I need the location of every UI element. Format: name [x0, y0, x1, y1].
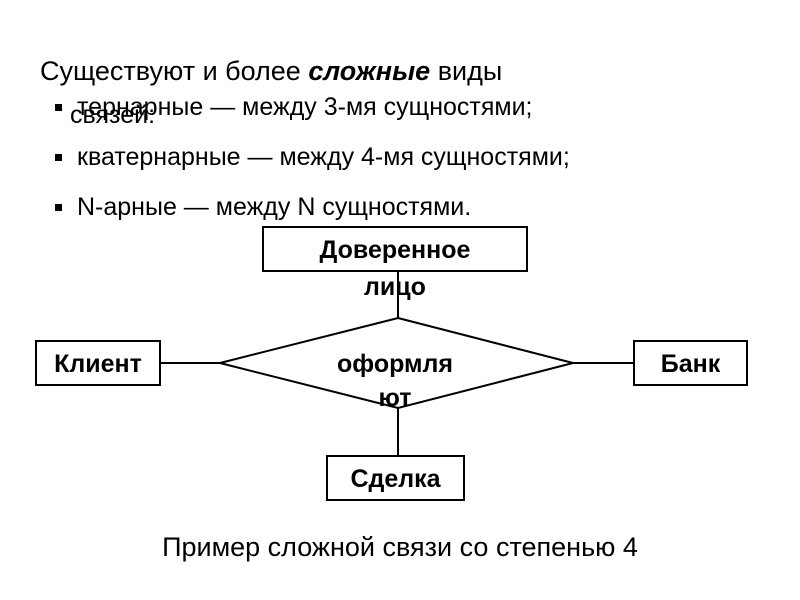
bullet-icon [55, 204, 62, 211]
bullet-item: кватернарные — между 4-мя сущностями; [55, 142, 570, 172]
entity-deal: Сделка [326, 455, 465, 501]
bullet-text: тернарные — между 3-мя сущностями; [77, 93, 533, 121]
entity-deal-label: Сделка [350, 465, 441, 493]
bullet-icon [55, 154, 62, 161]
relationship-label-line1: оформля [337, 350, 453, 378]
bullet-icon [55, 104, 62, 111]
bullet-item: N-арные — между N сущностями. [55, 192, 570, 222]
heading-suffix: виды [430, 56, 503, 86]
bullet-list: тернарные — между 3-мя сущностями; квате… [55, 92, 570, 242]
entity-bank-label: Банк [660, 350, 721, 378]
entity-trustee: Доверенное [262, 226, 528, 272]
relationship-diamond [219, 316, 574, 410]
entity-trustee-label-line2: лицо [364, 273, 426, 301]
heading-emphasis: сложные [308, 56, 431, 86]
relationship-label: оформля ют [300, 347, 490, 415]
bullet-text: N-арные — между N сущностями. [77, 193, 472, 221]
entity-trustee-label: Доверенное [319, 236, 471, 264]
bullet-item: тернарные — между 3-мя сущностями; [55, 92, 570, 122]
slide-heading: Существуют и более сложные виды [40, 55, 640, 87]
entity-client-label: Клиент [54, 350, 142, 378]
heading-prefix: Существуют и более [40, 56, 309, 86]
entity-client: Клиент [35, 340, 161, 386]
bullet-text: кватернарные — между 4-мя сущностями; [77, 143, 570, 171]
diagram-caption: Пример сложной связи со степенью 4 [162, 532, 638, 562]
heading-overlap-text: связей: [70, 101, 156, 129]
relationship-label-line2: ют [378, 384, 412, 412]
entity-bank: Банк [633, 340, 748, 386]
